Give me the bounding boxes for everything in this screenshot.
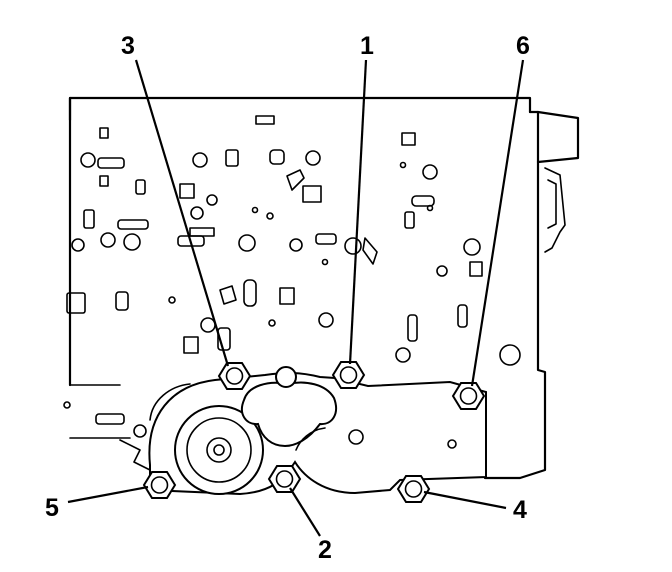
leader-line-4 — [423, 490, 507, 510]
callout-6: 6 — [516, 32, 530, 60]
plate-passages — [63, 115, 521, 425]
bolt-6 — [451, 382, 486, 410]
bolt-3 — [217, 362, 252, 390]
leader-line-6 — [470, 59, 525, 387]
leader-line-2 — [289, 487, 321, 537]
callout-1: 1 — [360, 32, 374, 60]
callout-5: 5 — [45, 494, 59, 522]
leader-line-1 — [348, 59, 368, 365]
valve-body-plate — [68, 96, 580, 480]
bolt-2 — [267, 465, 302, 493]
bolts — [142, 361, 486, 503]
bolt-1 — [331, 361, 366, 389]
lower-housing — [119, 366, 487, 496]
leader-lines — [67, 59, 525, 537]
leader-line-5 — [67, 485, 149, 504]
callout-2: 2 — [318, 536, 332, 564]
callout-3: 3 — [121, 32, 135, 60]
callout-4: 4 — [513, 496, 527, 524]
bolt-5 — [142, 471, 177, 499]
callout-labels: 3 1 6 5 2 4 — [45, 32, 530, 564]
leader-line-3 — [134, 59, 230, 367]
bolt-4 — [396, 475, 431, 503]
